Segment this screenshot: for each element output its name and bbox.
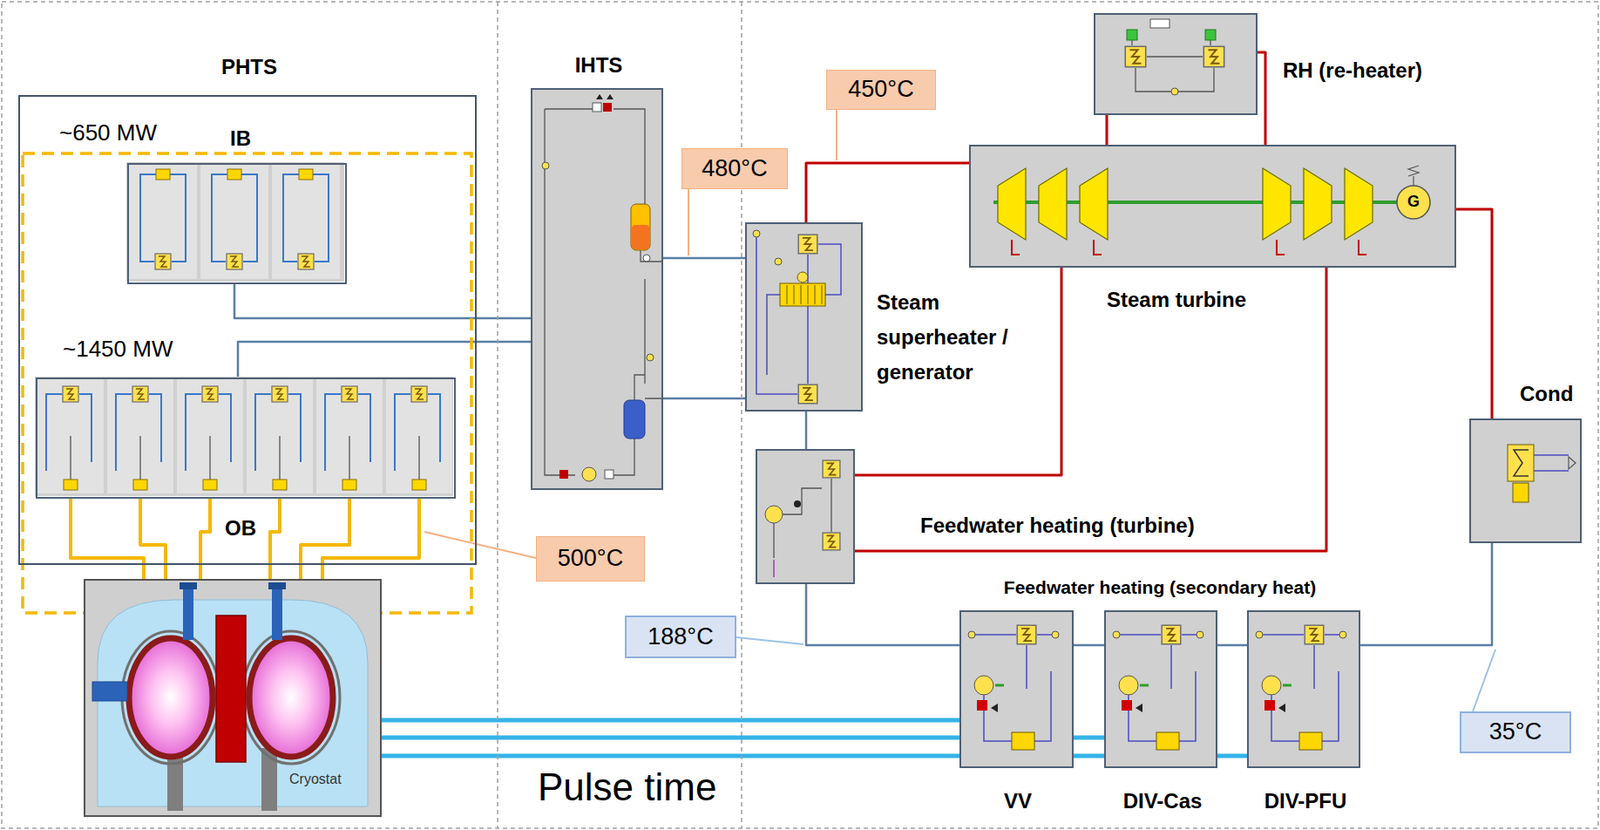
text-slot: Cryostat — [289, 771, 342, 787]
text-slot: Feedwater heating (turbine) — [920, 513, 1195, 538]
text-slot: PHTS — [221, 54, 278, 80]
pipe-connector — [663, 257, 746, 260]
text-slot: G — [1407, 192, 1420, 211]
text-slot: Steam turbine — [1106, 287, 1247, 312]
node-label: RH (re-heater) — [1282, 58, 1423, 83]
node-label: Feedwater heating (turbine) — [920, 513, 1195, 538]
blanket-loop-box: ~1450 MWOB — [35, 377, 456, 499]
text-slot: IB — [230, 126, 251, 151]
node-label: ~1450 MW — [62, 336, 173, 363]
timing-note: Pulse time — [537, 765, 717, 810]
text-slot: 480°C — [682, 149, 787, 189]
generator-letter: G — [1407, 192, 1420, 211]
temperature-callout: 188°C — [624, 615, 737, 658]
pipe-connector — [381, 718, 960, 723]
heat-source-box: DIV-PFU — [1247, 610, 1361, 768]
temperature-value: 480°C — [701, 155, 767, 183]
temperature-value: 450°C — [847, 75, 914, 103]
node-label: OB — [224, 515, 257, 541]
reheater-box: RH (re-heater) — [1093, 13, 1258, 116]
text-slot: Pulse time — [537, 765, 717, 810]
text-slot: Cond — [1519, 381, 1573, 407]
node-label: Cryostat — [289, 771, 342, 787]
pipe-connector — [806, 583, 960, 645]
text-slot: Steam superheater / generator — [876, 284, 1047, 390]
node-label: Cond — [1519, 381, 1573, 407]
pipe-connector — [805, 411, 808, 449]
node-label: IHTS — [575, 53, 624, 78]
text-slot: VV — [1003, 788, 1032, 814]
temperature-value: 188°C — [647, 623, 713, 651]
temperature-callout: 450°C — [826, 69, 936, 110]
node-label: DIV-Cas — [1123, 788, 1203, 814]
pipe-connector — [234, 284, 531, 319]
text-slot: 188°C — [626, 616, 735, 657]
tokamak-box: Cryostat — [83, 578, 382, 817]
node-label: Steam turbine — [1106, 287, 1247, 312]
blanket-loop-box: ~650 MWIB — [127, 162, 347, 285]
pipe-connector — [70, 498, 420, 579]
text-slot: ~1450 MW — [62, 336, 173, 363]
heat-transfer-box: IHTS — [530, 88, 664, 490]
pipe-connector — [1073, 644, 1105, 647]
pipe-connector — [1360, 542, 1492, 645]
text-slot: 450°C — [827, 70, 936, 109]
turbine-box: Steam turbine — [969, 144, 1457, 268]
node-label: DIV-PFU — [1264, 788, 1348, 814]
feedwater-heater-box: Feedwater heating (turbine) — [755, 448, 855, 584]
group-label: Feedwater heating (secondary heat) — [1003, 576, 1316, 598]
system-boundary: PHTS~650 MWIB~1450 MWOB — [18, 94, 477, 565]
condenser-box: Cond — [1469, 418, 1582, 543]
node-label: VV — [1003, 788, 1032, 814]
node-label: IB — [230, 126, 251, 151]
node-label: Steam superheater / generator — [876, 284, 1047, 390]
pipe-connector — [237, 341, 531, 378]
pipe-connector — [854, 267, 1327, 551]
temperature-callout: 500°C — [535, 535, 645, 582]
temperature-callout: 480°C — [681, 148, 788, 190]
temperature-value: 500°C — [557, 544, 624, 572]
pipe-connector — [1456, 209, 1492, 419]
heat-source-box: DIV-Cas — [1104, 610, 1218, 768]
text-slot: OB — [224, 515, 257, 541]
node-label: PHTS — [221, 54, 278, 80]
node-label: ~650 MW — [59, 120, 157, 147]
text-slot: Feedwater heating (secondary heat) — [1003, 576, 1316, 598]
text-slot: 35°C — [1461, 712, 1570, 752]
pipe-connector — [806, 162, 970, 223]
text-slot: DIV-PFU — [1264, 788, 1348, 814]
temperature-value: 35°C — [1489, 718, 1542, 746]
text-slot: RH (re-heater) — [1282, 58, 1423, 83]
pipe-connector — [854, 267, 1062, 475]
pipe-connector — [1105, 115, 1109, 145]
temperature-callout: 35°C — [1459, 711, 1572, 753]
text-slot: ~650 MW — [59, 120, 157, 147]
pipe-connector — [663, 397, 746, 400]
text-slot: DIV-Cas — [1123, 788, 1203, 814]
pipe-connector — [1257, 52, 1266, 145]
heat-source-box: VV — [959, 610, 1074, 768]
steam-generator-box: Steam superheater / generator — [745, 222, 863, 412]
text-slot: 500°C — [536, 536, 645, 581]
pipe-connector — [1217, 644, 1248, 647]
text-slot: IHTS — [575, 53, 624, 78]
